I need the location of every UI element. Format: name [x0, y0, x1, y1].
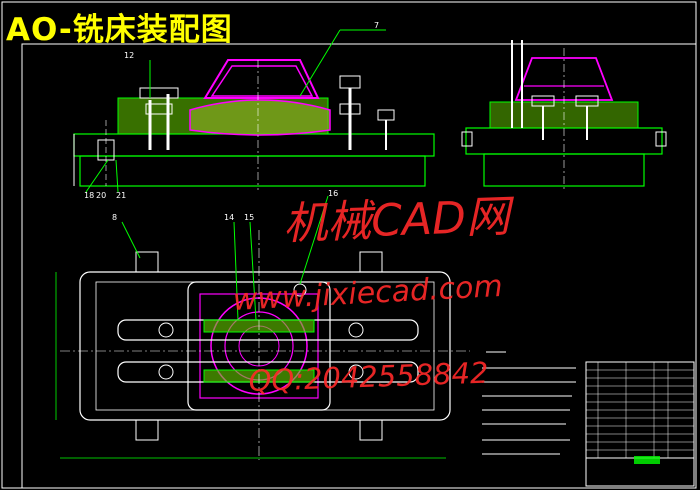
top-view-callouts: 8 14 15 16 [112, 189, 338, 222]
drawing-title: AO-铣床装配图 [6, 12, 233, 48]
callout-21: 21 [116, 191, 126, 200]
front-view [73, 29, 435, 193]
callout-7: 7 [374, 21, 379, 30]
watermark-site-name: 机械CAD网 [282, 191, 511, 250]
top-view [55, 195, 470, 460]
front-view-callouts: 7 12 18 20 21 [84, 21, 379, 200]
parts-list [585, 361, 695, 487]
callout-12: 12 [124, 51, 134, 60]
callout-18: 18 [84, 191, 94, 200]
callout-15: 15 [244, 213, 254, 222]
technical-notes [482, 351, 576, 455]
inner-frame [21, 43, 697, 489]
callout-8: 8 [112, 213, 117, 222]
callout-14: 14 [224, 213, 234, 222]
callout-16: 16 [328, 189, 338, 198]
side-view [461, 40, 667, 192]
callout-20: 20 [96, 191, 106, 200]
